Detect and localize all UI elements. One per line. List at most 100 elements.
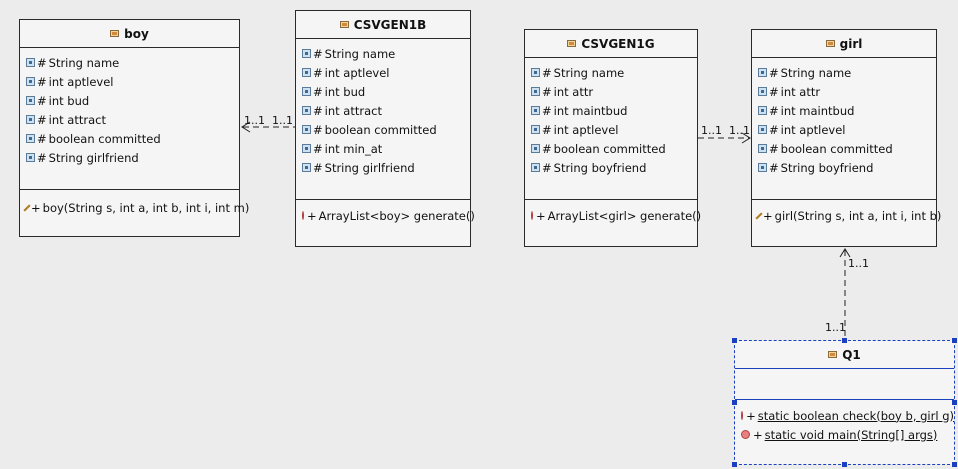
- class-name: girl: [839, 36, 863, 51]
- attribute-row[interactable]: #String girlfriend: [20, 148, 239, 167]
- attribute: int aptlevel: [780, 122, 846, 137]
- field-icon: [758, 68, 767, 77]
- attributes-compartment: #String name #int attr #int maintbud #in…: [525, 58, 697, 200]
- resize-handle[interactable]: [952, 400, 957, 405]
- operation-row[interactable]: +ArrayList<boy> generate(): [296, 206, 475, 225]
- resize-handle[interactable]: [732, 400, 737, 405]
- attribute-row[interactable]: #int aptlevel: [752, 120, 936, 139]
- class-header: boy: [20, 20, 239, 48]
- constructor-icon: [23, 203, 31, 212]
- attribute-row[interactable]: #int aptlevel: [20, 72, 239, 91]
- visibility-protected: #: [542, 65, 552, 80]
- resize-handle[interactable]: [952, 338, 957, 343]
- attribute-row[interactable]: #int maintbud: [752, 101, 936, 120]
- attribute-row[interactable]: #boolean committed: [296, 120, 470, 139]
- resize-handle[interactable]: [952, 462, 957, 467]
- operation: boy(String s, int a, int b, int i, int m…: [42, 200, 250, 215]
- mult-csvgen1g-end: 1..1: [701, 124, 722, 137]
- attribute-row[interactable]: #String name: [20, 53, 239, 72]
- attributes-compartment: #String name #int aptlevel #int bud #int…: [296, 39, 470, 200]
- field-icon: [26, 77, 35, 86]
- visibility-protected: #: [542, 84, 552, 99]
- resize-handle[interactable]: [842, 338, 847, 343]
- attribute: boolean committed: [780, 141, 893, 156]
- class-boy[interactable]: boy #String name #int aptlevel #int bud …: [19, 19, 249, 237]
- class-name: CSVGEN1B: [353, 17, 427, 32]
- operation-row[interactable]: +ArrayList<girl> generate(): [525, 206, 701, 225]
- visibility-protected: #: [37, 131, 47, 146]
- attribute-row[interactable]: #String name: [525, 63, 697, 82]
- attribute: int min_at: [324, 141, 383, 156]
- attribute-row[interactable]: #boolean committed: [525, 139, 697, 158]
- field-icon: [26, 96, 35, 105]
- class-header: CSVGEN1G: [525, 30, 697, 58]
- class-q1[interactable]: Q1 +static boolean check(boy b, girl g) …: [734, 340, 955, 465]
- field-icon: [302, 87, 311, 96]
- attribute-row[interactable]: #String boyfriend: [752, 158, 936, 177]
- attribute-row[interactable]: #int aptlevel: [525, 120, 697, 139]
- visibility-protected: #: [37, 55, 47, 70]
- attribute-row[interactable]: #int attract: [296, 101, 470, 120]
- class-girl[interactable]: girl #String name #int attr #int maintbu…: [751, 29, 941, 247]
- attribute: int bud: [324, 84, 366, 99]
- visibility-public: +: [763, 208, 773, 223]
- operations-compartment: +boy(String s, int a, int b, int i, int …: [20, 190, 249, 217]
- visibility-protected: #: [37, 74, 47, 89]
- attribute-row[interactable]: #String girlfriend: [296, 158, 470, 177]
- operation-row[interactable]: +static boolean check(boy b, girl g): [735, 406, 954, 425]
- attribute-row[interactable]: #int bud: [20, 91, 239, 110]
- attribute: String boyfriend: [780, 160, 874, 175]
- visibility-protected: #: [313, 160, 323, 175]
- attribute-row[interactable]: #int attract: [20, 110, 239, 129]
- field-icon: [531, 125, 540, 134]
- field-icon: [302, 106, 311, 115]
- resize-handle[interactable]: [732, 462, 737, 467]
- arrowhead-girl-q1: [839, 248, 851, 258]
- class-header: girl: [752, 30, 936, 58]
- mult-q1-end: 1..1: [825, 321, 846, 334]
- attribute-row[interactable]: #String name: [296, 44, 470, 63]
- attribute: String girlfriend: [48, 150, 139, 165]
- attribute-row[interactable]: #int min_at: [296, 139, 470, 158]
- method-icon: [741, 411, 744, 420]
- attribute-row[interactable]: #boolean committed: [20, 129, 239, 148]
- attribute-row[interactable]: #int aptlevel: [296, 63, 470, 82]
- attribute-row[interactable]: #int bud: [296, 82, 470, 101]
- method-icon: [531, 211, 533, 220]
- attribute-row[interactable]: #int attr: [525, 82, 697, 101]
- visibility-public: +: [31, 200, 41, 215]
- arrowhead-girl: [741, 132, 751, 144]
- visibility-protected: #: [542, 141, 552, 156]
- operations-compartment: +ArrayList<boy> generate(): [296, 200, 475, 225]
- resize-handle[interactable]: [842, 462, 847, 467]
- visibility-public: +: [746, 408, 756, 423]
- field-icon: [26, 58, 35, 67]
- visibility-protected: #: [769, 65, 779, 80]
- attribute: boolean committed: [48, 131, 161, 146]
- field-icon: [26, 115, 35, 124]
- resize-handle[interactable]: [732, 338, 737, 343]
- attributes-compartment: #String name #int attr #int maintbud #in…: [752, 58, 936, 200]
- visibility-protected: #: [769, 84, 779, 99]
- class-csvgen1g[interactable]: CSVGEN1G #String name #int attr #int mai…: [524, 29, 701, 247]
- field-icon: [302, 144, 311, 153]
- operation: static boolean check(boy b, girl g): [757, 408, 954, 423]
- attribute-row[interactable]: #int attr: [752, 82, 936, 101]
- operation: static void main(String[] args): [764, 427, 938, 442]
- attribute-row[interactable]: #String name: [752, 63, 936, 82]
- class-csvgen1b[interactable]: CSVGEN1B #String name #int aptlevel #int…: [295, 10, 475, 247]
- operation-row[interactable]: +boy(String s, int a, int b, int i, int …: [20, 198, 249, 217]
- class-name: boy: [124, 26, 149, 41]
- attribute: int bud: [48, 93, 90, 108]
- operation-row[interactable]: +girl(String s, int a, int i, int b): [752, 206, 941, 225]
- class-header: CSVGEN1B: [296, 11, 470, 39]
- operation-row[interactable]: +static void main(String[] args): [735, 425, 954, 444]
- attribute-row[interactable]: #int maintbud: [525, 101, 697, 120]
- visibility-protected: #: [313, 46, 323, 61]
- field-icon: [758, 87, 767, 96]
- attribute-row[interactable]: #String boyfriend: [525, 158, 697, 177]
- field-icon: [758, 144, 767, 153]
- attribute-row[interactable]: #boolean committed: [752, 139, 936, 158]
- class-icon: [567, 39, 577, 48]
